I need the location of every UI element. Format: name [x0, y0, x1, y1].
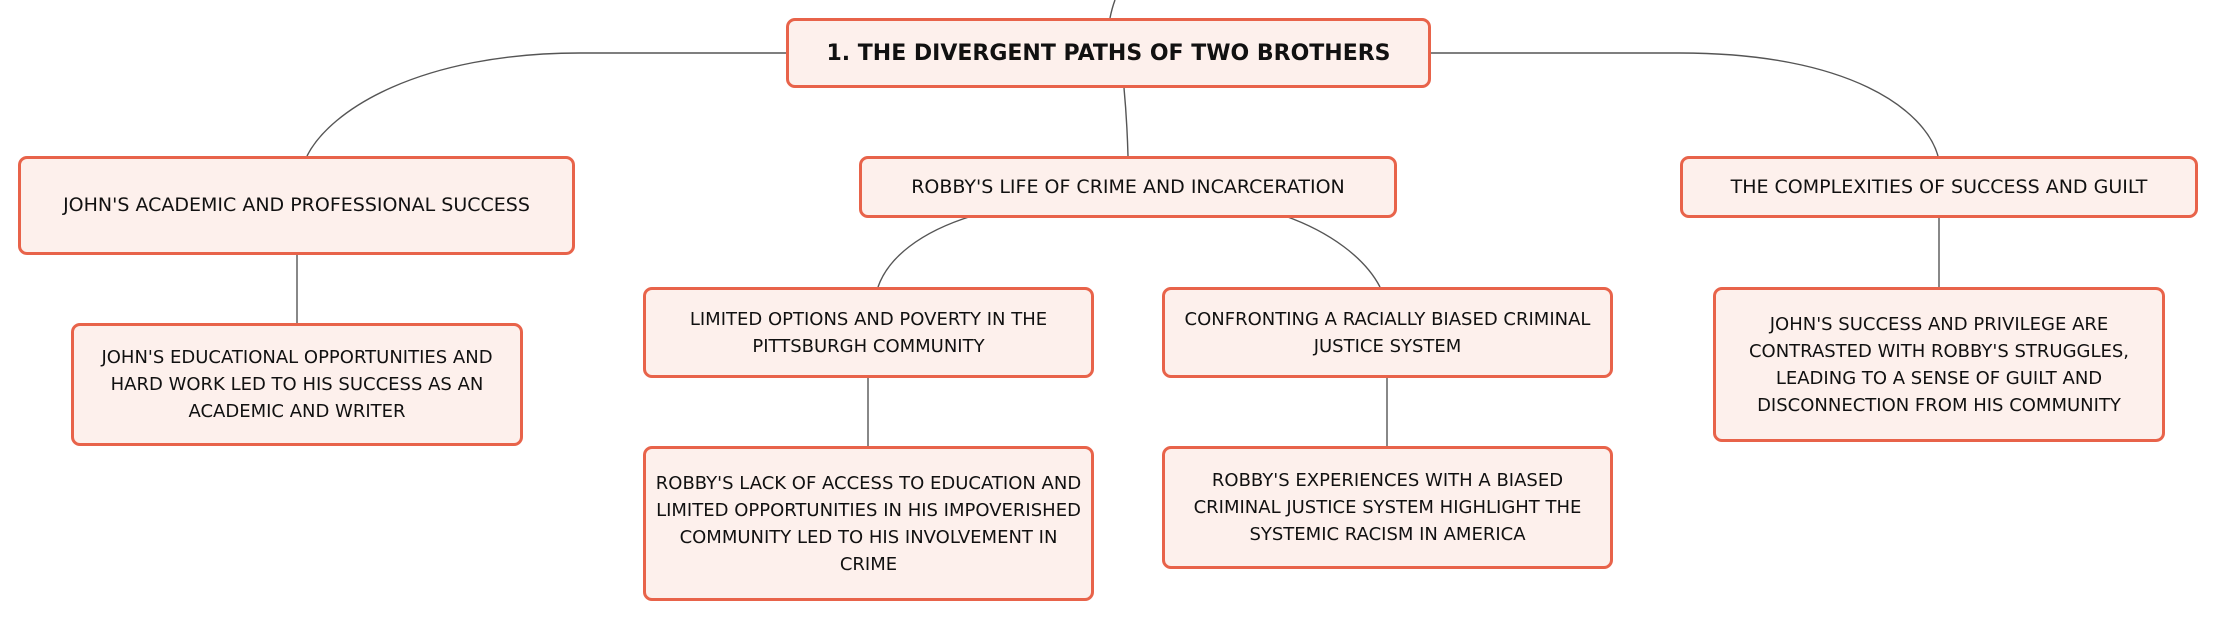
subbranch-node-label: LIMITED OPTIONS AND POVERTY IN THE PITTS…: [689, 308, 1048, 357]
leaf-node-label: JOHN'S SUCCESS AND PRIVILEGE ARE CONTRAS…: [1748, 313, 2130, 416]
connector-root-complexities: [1431, 52, 1939, 157]
connector-root-john: [306, 52, 786, 157]
root-node-label: 1. THE DIVERGENT PATHS OF TWO BROTHERS: [826, 40, 1391, 66]
leaf-node-robby-lack-access[interactable]: ROBBY'S LACK OF ACCESS TO EDUCATION AND …: [643, 446, 1094, 601]
subbranch-node-limited-options[interactable]: LIMITED OPTIONS AND POVERTY IN THE PITTS…: [643, 287, 1094, 378]
subbranch-node-label: CONFRONTING A RACIALLY BIASED CRIMINAL J…: [1184, 308, 1591, 357]
connector-root-robby: [1123, 87, 1129, 157]
branch-node-robby-crime[interactable]: ROBBY'S LIFE OF CRIME AND INCARCERATION: [859, 156, 1397, 218]
connector-robby-confronting: [1284, 215, 1381, 288]
leaf-node-label: ROBBY'S EXPERIENCES WITH A BIASED CRIMIN…: [1193, 470, 1582, 545]
leaf-node-label: ROBBY'S LACK OF ACCESS TO EDUCATION AND …: [655, 472, 1082, 575]
branch-node-label: ROBBY'S LIFE OF CRIME AND INCARCERATION: [911, 175, 1345, 198]
connector-robby-limited: [877, 215, 973, 288]
leaf-node-robby-experiences[interactable]: ROBBY'S EXPERIENCES WITH A BIASED CRIMIN…: [1162, 446, 1613, 569]
leaf-node-john-opportunities[interactable]: JOHN'S EDUCATIONAL OPPORTUNITIES AND HAR…: [71, 323, 523, 446]
root-node-divergent-paths[interactable]: 1. THE DIVERGENT PATHS OF TWO BROTHERS: [786, 18, 1431, 88]
branch-node-label: JOHN'S ACADEMIC AND PROFESSIONAL SUCCESS: [63, 194, 530, 217]
branch-node-john-success[interactable]: JOHN'S ACADEMIC AND PROFESSIONAL SUCCESS: [18, 156, 575, 255]
leaf-node-label: JOHN'S EDUCATIONAL OPPORTUNITIES AND HAR…: [101, 347, 493, 422]
branch-node-label: THE COMPLEXITIES OF SUCCESS AND GUILT: [1730, 175, 2148, 198]
leaf-node-success-privilege[interactable]: JOHN'S SUCCESS AND PRIVILEGE ARE CONTRAS…: [1713, 287, 2165, 442]
subbranch-node-biased-justice[interactable]: CONFRONTING A RACIALLY BIASED CRIMINAL J…: [1162, 287, 1613, 378]
branch-node-complexities[interactable]: THE COMPLEXITIES OF SUCCESS AND GUILT: [1680, 156, 2198, 218]
connector-parent-root: [1109, 0, 1116, 19]
